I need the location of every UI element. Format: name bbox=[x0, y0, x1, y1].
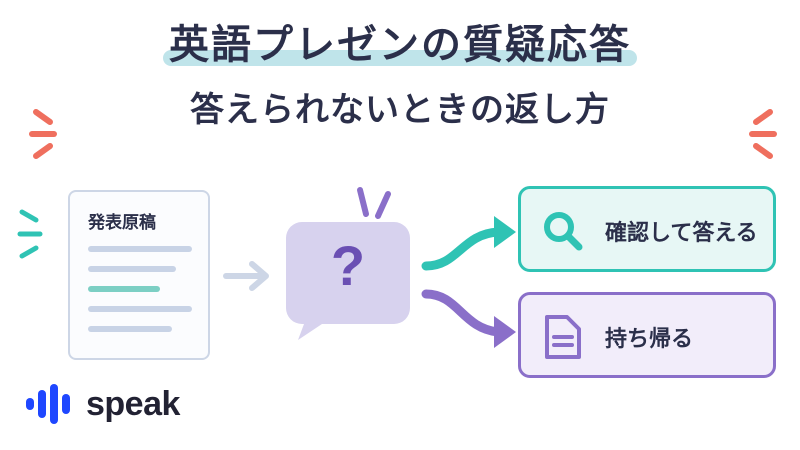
arrow-right-icon bbox=[223, 261, 269, 291]
document-icon bbox=[545, 315, 581, 359]
text-line bbox=[88, 306, 192, 312]
purple-arrow-icon bbox=[421, 289, 516, 348]
card-title: 発表原稿 bbox=[88, 213, 156, 233]
soundwave-icon bbox=[26, 384, 70, 424]
speech-script-card: 発表原稿 bbox=[68, 190, 210, 360]
text-line-highlight bbox=[88, 286, 160, 292]
option-take-back: 持ち帰る bbox=[518, 292, 776, 378]
magnifier-icon bbox=[544, 212, 583, 251]
title-block: 英語プレゼンの質疑応答 答えられないときの返し方 bbox=[0, 22, 800, 131]
teal-arrow-icon bbox=[421, 216, 516, 271]
teal-accent-marks bbox=[17, 209, 43, 259]
question-bubble-icon bbox=[286, 222, 410, 340]
subtitle: 答えられないときの返し方 bbox=[190, 90, 610, 130]
burst-marks bbox=[357, 187, 391, 219]
right-accent-marks bbox=[749, 109, 777, 159]
question-mark: ? bbox=[330, 234, 366, 297]
option-label: 確認して答える bbox=[605, 221, 758, 246]
option-label: 持ち帰る bbox=[605, 327, 694, 352]
brand-name: speak bbox=[86, 384, 180, 423]
text-line bbox=[88, 326, 172, 332]
text-line bbox=[88, 266, 176, 272]
brand-logo: speak bbox=[24, 384, 180, 424]
option-confirm-and-answer: 確認して答える bbox=[518, 186, 776, 272]
left-accent-marks bbox=[29, 109, 57, 159]
text-line bbox=[88, 246, 192, 252]
main-title: 英語プレゼンの質疑応答 bbox=[163, 22, 637, 68]
